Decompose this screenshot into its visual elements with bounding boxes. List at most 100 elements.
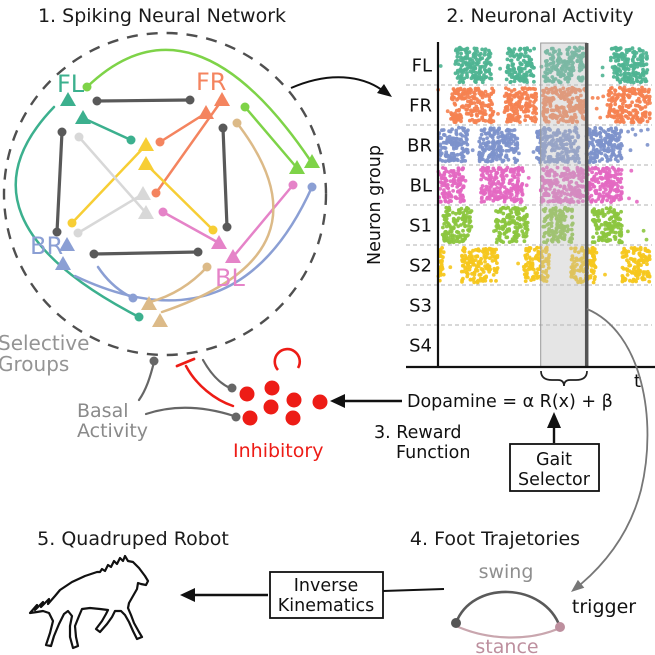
spike-dot bbox=[463, 159, 468, 163]
spike-dot bbox=[579, 265, 583, 270]
spike-dot bbox=[634, 260, 638, 265]
spike-dot bbox=[591, 262, 596, 267]
spike-dot bbox=[472, 64, 477, 69]
spike-dot bbox=[546, 67, 550, 72]
spike-dot bbox=[546, 266, 551, 270]
spike-dot bbox=[449, 199, 453, 204]
spike-dot bbox=[599, 199, 604, 204]
spike-dot bbox=[603, 227, 608, 232]
spike-dot bbox=[632, 265, 637, 270]
spike-dot bbox=[474, 104, 479, 109]
spike-dot bbox=[526, 114, 530, 119]
spike-dot bbox=[577, 65, 582, 70]
spike-dot bbox=[598, 115, 603, 120]
spike-dot bbox=[607, 195, 612, 200]
spike-dot bbox=[558, 136, 563, 141]
spike-dot bbox=[517, 65, 521, 70]
spike-dot bbox=[464, 62, 469, 67]
panel4-title: 4. Foot Trajetories bbox=[410, 528, 580, 550]
spike-dot bbox=[616, 172, 621, 176]
spike-dot bbox=[576, 184, 580, 189]
network-triangle-neuron bbox=[141, 296, 157, 310]
network-edge bbox=[77, 135, 148, 215]
spike-dot bbox=[488, 76, 492, 81]
reward-function-label-line1: 3. Reward bbox=[374, 423, 461, 443]
spike-dot bbox=[580, 170, 585, 175]
spike-dot bbox=[627, 196, 631, 201]
spike-dot bbox=[485, 158, 489, 162]
spike-dot bbox=[523, 118, 527, 123]
spike-dot bbox=[480, 268, 485, 272]
group-label-br: BR bbox=[30, 232, 63, 260]
spike-dot bbox=[566, 133, 571, 137]
spike-dot bbox=[536, 251, 541, 256]
spike-dot bbox=[467, 217, 472, 222]
spike-dot bbox=[544, 245, 549, 250]
spike-dot bbox=[515, 235, 519, 240]
spike-dot bbox=[490, 111, 495, 115]
network-edge bbox=[144, 162, 215, 232]
spike-dot bbox=[575, 165, 580, 170]
spike-dot bbox=[517, 151, 521, 156]
spike-dot bbox=[500, 159, 505, 164]
spike-dot bbox=[609, 148, 613, 153]
spike-dot bbox=[444, 152, 448, 157]
spike-dot bbox=[635, 276, 640, 281]
spike-dot bbox=[635, 64, 640, 69]
spike-dot bbox=[619, 119, 624, 123]
spike-dot bbox=[581, 65, 586, 69]
spike-dot bbox=[531, 74, 535, 78]
spike-dot bbox=[545, 223, 550, 227]
spike-dot bbox=[522, 214, 527, 219]
spike-dot bbox=[562, 233, 567, 237]
spike-dot bbox=[522, 272, 527, 277]
spike-dot bbox=[501, 180, 506, 185]
spike-dot bbox=[502, 199, 507, 204]
spike-dot bbox=[516, 91, 521, 95]
stance-start-dot bbox=[451, 618, 461, 628]
spike-dot bbox=[560, 150, 565, 155]
spike-dot bbox=[644, 257, 649, 262]
network-node bbox=[74, 132, 84, 142]
panel2-title: 2. Neuronal Activity bbox=[446, 5, 633, 27]
stance-end-dot bbox=[555, 622, 565, 632]
spike-dot bbox=[619, 191, 624, 196]
spike-dot bbox=[554, 132, 559, 137]
spike-dot bbox=[529, 61, 534, 66]
spike-dot bbox=[528, 68, 533, 73]
spike-dot bbox=[517, 207, 522, 212]
spike-dot bbox=[615, 70, 619, 74]
spike-dot bbox=[493, 196, 497, 201]
spike-dot bbox=[497, 189, 502, 194]
spike-dot bbox=[479, 177, 483, 182]
spike-dot bbox=[619, 209, 623, 214]
spike-dot bbox=[602, 185, 606, 190]
spike-dot bbox=[499, 184, 504, 189]
spike-dot bbox=[581, 248, 586, 253]
spike-dot bbox=[635, 99, 639, 103]
spike-dot bbox=[447, 194, 452, 198]
spike-dot bbox=[619, 128, 623, 133]
spike-dot bbox=[464, 47, 469, 51]
spike-dot bbox=[505, 108, 510, 113]
spike-dot bbox=[521, 169, 525, 174]
spike-dot bbox=[555, 108, 560, 112]
spike-dot bbox=[591, 235, 595, 240]
spike-dot bbox=[487, 103, 491, 107]
spike-dot bbox=[524, 104, 529, 109]
spike-dot bbox=[576, 134, 581, 139]
spike-dot bbox=[592, 132, 596, 137]
spike-dot bbox=[590, 252, 595, 257]
spike-dot bbox=[501, 211, 506, 216]
spike-dot bbox=[597, 150, 602, 155]
group-label-bl: BL bbox=[215, 264, 245, 292]
spike-dot bbox=[458, 196, 462, 201]
spike-dot bbox=[632, 89, 637, 94]
spike-dot bbox=[533, 105, 537, 110]
reward-function-label-line2: Function bbox=[396, 443, 470, 463]
spike-dot bbox=[451, 114, 456, 119]
row-label: FR bbox=[409, 96, 432, 117]
spike-dot bbox=[502, 185, 507, 190]
spike-dot bbox=[612, 52, 616, 56]
spike-dot bbox=[509, 186, 514, 191]
